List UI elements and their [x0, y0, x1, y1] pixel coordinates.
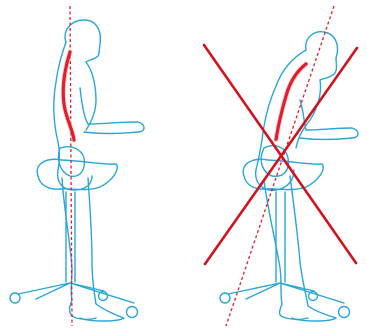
- head-slouched: [306, 32, 338, 80]
- plumb-line-right: [226, 6, 334, 326]
- correct-posture-figure: [10, 6, 144, 326]
- chair-column-left: [66, 192, 75, 282]
- saddle-seat-left: [37, 159, 117, 189]
- cross-mark: [204, 45, 357, 264]
- leg-front-upright: [80, 178, 124, 321]
- spine-upright: [63, 52, 74, 140]
- chair-base-right: [228, 283, 344, 303]
- arm-upright: [80, 88, 144, 134]
- wheel-right-2: [339, 307, 350, 318]
- wheel-left-2: [127, 307, 138, 318]
- person-slouched: [256, 32, 358, 321]
- chair-base-left: [18, 283, 134, 303]
- wheel-right-1: [220, 293, 230, 303]
- saddle-chair-right: [220, 159, 350, 317]
- arm-slouched: [300, 100, 358, 140]
- leg-front-slouched: [290, 176, 336, 321]
- leg-back-upright: [62, 178, 72, 300]
- foot-upright: [70, 300, 97, 320]
- foot-slouched: [280, 304, 309, 320]
- saddle-chair-left: [10, 159, 138, 317]
- torso-front-upright: [86, 62, 96, 130]
- incorrect-posture-figure: [204, 6, 358, 326]
- wheel-left-1: [10, 293, 20, 303]
